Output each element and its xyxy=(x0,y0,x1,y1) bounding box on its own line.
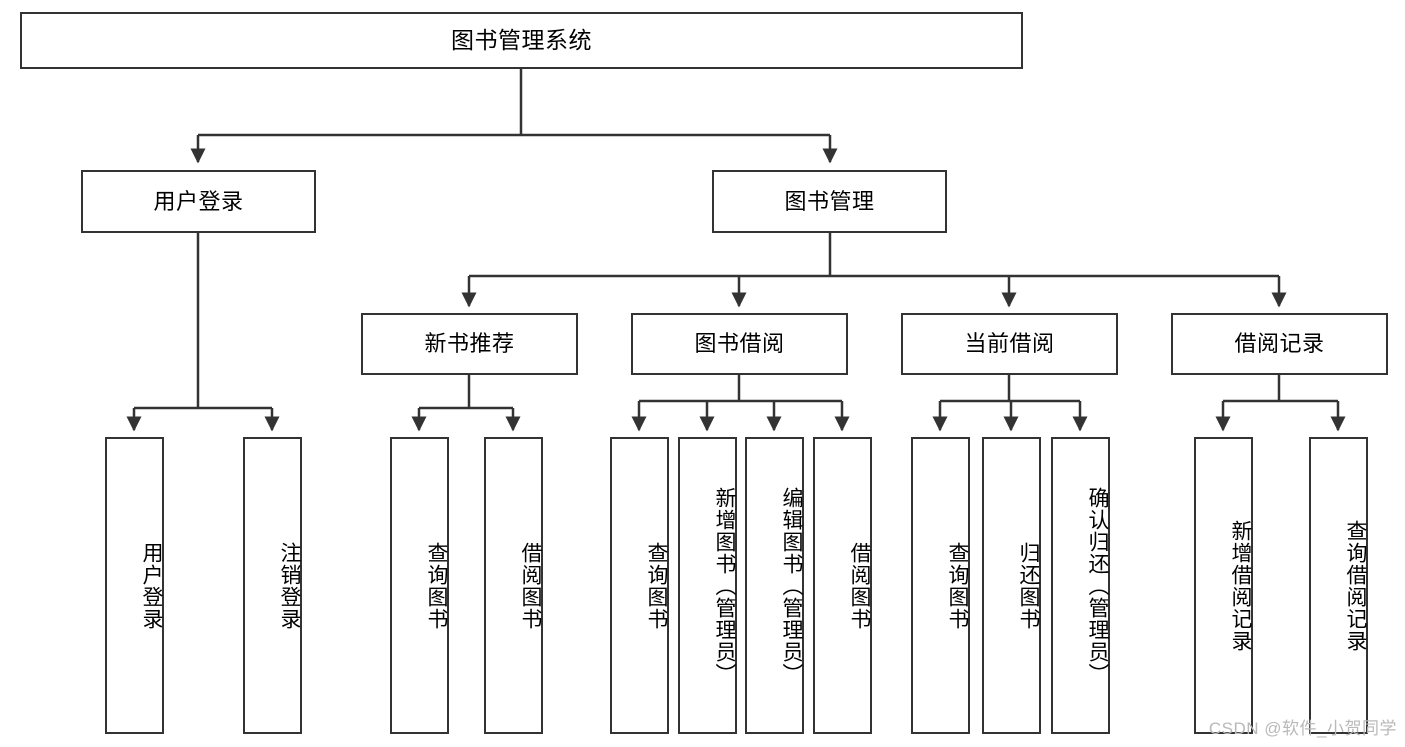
leaf-query-borrow-record[interactable]: 查询借阅记录 xyxy=(1309,437,1368,734)
node-borrow-record[interactable]: 借阅记录 xyxy=(1171,313,1388,375)
leaf-add-book-admin[interactable]: 新增图书（管理员） xyxy=(678,437,737,734)
leaf-logout-login[interactable]: 注销登录 xyxy=(243,437,302,734)
leaf-borrow-book-recommend[interactable]: 借阅图书 xyxy=(484,437,543,734)
node-current-borrow[interactable]: 当前借阅 xyxy=(901,313,1118,375)
leaf-query-book-borrow[interactable]: 查询图书 xyxy=(610,437,669,734)
leaf-query-book-current[interactable]: 查询图书 xyxy=(911,437,970,734)
leaf-return-book[interactable]: 归还图书 xyxy=(982,437,1041,734)
node-root-system[interactable]: 图书管理系统 xyxy=(20,12,1023,69)
leaf-confirm-return-admin[interactable]: 确认归还（管理员） xyxy=(1051,437,1110,734)
node-user-login[interactable]: 用户登录 xyxy=(81,170,316,233)
leaf-add-borrow-record[interactable]: 新增借阅记录 xyxy=(1194,437,1253,734)
node-new-book-recommend[interactable]: 新书推荐 xyxy=(361,313,578,375)
leaf-user-login[interactable]: 用户登录 xyxy=(105,437,164,734)
leaf-query-book-recommend[interactable]: 查询图书 xyxy=(390,437,449,734)
leaf-edit-book-admin[interactable]: 编辑图书（管理员） xyxy=(745,437,804,734)
leaf-borrow-book[interactable]: 借阅图书 xyxy=(813,437,872,734)
node-book-borrow[interactable]: 图书借阅 xyxy=(631,313,848,375)
csdn-watermark: CSDN @软件_小贺同学 xyxy=(1208,719,1397,738)
node-book-management[interactable]: 图书管理 xyxy=(712,170,947,233)
